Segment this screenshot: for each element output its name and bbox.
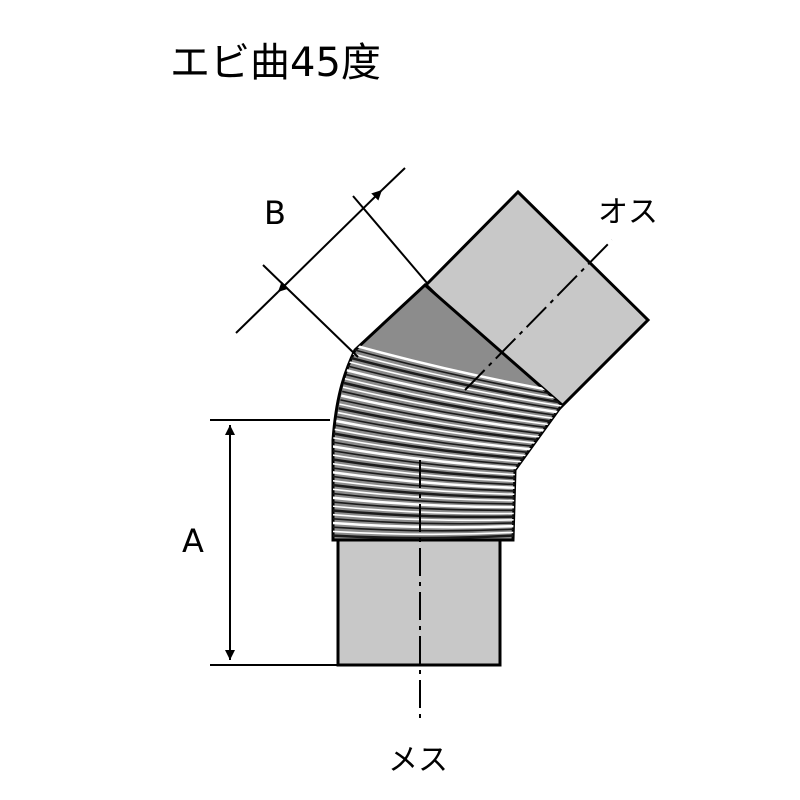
corrugation-line <box>333 529 524 536</box>
corrugation-line <box>351 348 562 399</box>
corrugation-line <box>335 424 549 455</box>
corrugation-line <box>345 373 562 418</box>
corrugation-line <box>336 415 552 449</box>
corrugation-line <box>333 487 531 502</box>
bellows-section <box>331 282 565 542</box>
corrugation-line <box>333 445 542 471</box>
corrugation-line <box>346 369 562 415</box>
dimension-a: A <box>182 419 338 666</box>
corrugation-line <box>333 470 535 490</box>
corrugation-line <box>333 521 525 529</box>
corrugation-line <box>333 453 540 477</box>
corrugation-line <box>333 432 546 462</box>
corrugation-line <box>347 365 562 412</box>
corrugation-line <box>333 517 525 525</box>
corrugation-line <box>333 483 532 499</box>
corrugation-line <box>348 361 562 409</box>
corrugation-line <box>337 411 553 446</box>
corrugation-line <box>341 390 561 431</box>
corrugation-line <box>334 428 548 459</box>
corrugation-line <box>333 525 524 532</box>
corrugation-line <box>344 378 562 421</box>
corrugation-line <box>340 394 559 434</box>
corrugation-line <box>333 491 530 505</box>
corrugation-line <box>333 457 539 481</box>
corrugation-line <box>333 495 529 509</box>
corrugation-line <box>340 399 558 437</box>
corrugation-line <box>338 407 555 443</box>
page-title: エビ曲45度 <box>170 40 381 86</box>
corrugation-line <box>339 403 556 440</box>
corrugation-line <box>333 533 524 540</box>
corrugation-line <box>350 352 562 403</box>
center-line-upper <box>464 239 613 391</box>
corrugation-line <box>333 437 545 465</box>
corrugation-line <box>333 513 526 522</box>
dimension-b: B <box>235 167 428 358</box>
corrugation-line <box>336 419 551 453</box>
corrugation-line <box>342 386 562 427</box>
dimension-a-label: A <box>182 522 204 560</box>
corrugation-line <box>333 479 533 496</box>
corrugation-line <box>349 356 562 406</box>
dimension-b-label: B <box>264 194 286 232</box>
corrugation-line <box>333 508 527 519</box>
corrugation-line <box>333 441 544 468</box>
corrugation-line <box>333 462 538 483</box>
corrugation-line <box>333 475 534 493</box>
corrugation-line <box>333 466 536 487</box>
female-end-label: メス <box>388 743 448 778</box>
corrugation-line <box>333 504 528 515</box>
corrugation-line <box>343 381 562 425</box>
corrugation-line <box>333 500 528 512</box>
male-end-label: オス <box>598 195 658 230</box>
